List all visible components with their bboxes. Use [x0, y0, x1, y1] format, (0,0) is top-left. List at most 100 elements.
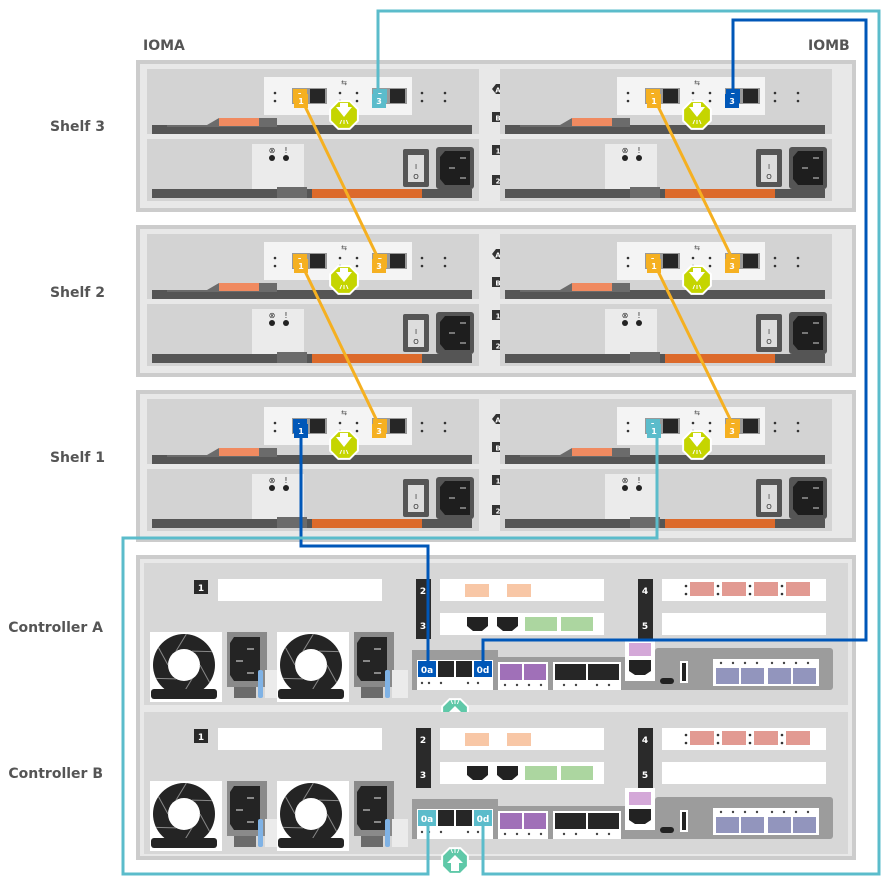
- slot-2-label: 2: [420, 587, 426, 597]
- fan-base: [151, 689, 217, 699]
- status-dot: [773, 91, 777, 95]
- outlet-pin: [813, 342, 819, 344]
- status-dot: [708, 256, 712, 260]
- psu-led-panel: [605, 309, 657, 359]
- status-dot: [684, 592, 688, 596]
- power-switch: [761, 320, 777, 347]
- status-dot: [476, 830, 480, 834]
- status-dot: [796, 429, 800, 433]
- status-dot: [796, 91, 800, 95]
- release-tab: [312, 354, 422, 363]
- rj45-port: [467, 617, 488, 631]
- port-red: [786, 582, 810, 596]
- fan-blade: [284, 647, 296, 666]
- cable-ctrlb-0a-to-shelf1-iomb: [121, 423, 659, 876]
- status-dot: [443, 429, 447, 433]
- switch-off-label: O: [766, 503, 772, 511]
- controller-a-label: Controller A: [8, 620, 103, 636]
- status-dot: [626, 91, 630, 95]
- power-outlet-icon: [230, 786, 260, 830]
- power-led-symbol: ⊗: [622, 146, 629, 155]
- status-dot: [443, 421, 447, 425]
- port-peach: [465, 733, 489, 746]
- status-dot: [626, 264, 630, 268]
- release-tab: [312, 519, 422, 528]
- port-0c: [456, 661, 472, 677]
- port-empty: [663, 419, 678, 433]
- status-dot: [607, 683, 611, 687]
- switch-off-label: O: [766, 173, 772, 181]
- status-dot: [716, 592, 720, 596]
- attention-led-icon: [682, 100, 712, 130]
- status-dot: [626, 429, 630, 433]
- port-lavender: [793, 817, 816, 833]
- usb-port: [682, 663, 686, 681]
- status-dot: [806, 661, 810, 665]
- port-red: [754, 731, 778, 745]
- status-dot: [773, 256, 777, 260]
- port-red: [722, 582, 746, 596]
- slot-5-card: [662, 613, 826, 635]
- fault-led-symbol: !: [284, 146, 287, 155]
- outlet-pin: [247, 797, 254, 799]
- port-green: [561, 766, 593, 780]
- light-ray: [456, 699, 460, 705]
- shelf-2-label: Shelf 2: [49, 285, 105, 301]
- status-dot: [716, 741, 720, 745]
- psu-release-tab: [385, 819, 390, 847]
- status-dot: [439, 681, 443, 685]
- port-red: [754, 582, 778, 596]
- release-tab: [665, 189, 775, 198]
- slot-5-label: 5: [642, 622, 648, 632]
- port-peach: [465, 584, 489, 597]
- psu-led-panel: [252, 474, 304, 524]
- status-dot: [439, 830, 443, 834]
- outlet-pin: [460, 322, 466, 324]
- outlet-pin: [247, 648, 254, 650]
- fan-hub: [295, 798, 327, 830]
- slot-1-label: 1: [198, 584, 204, 594]
- fan-base: [278, 689, 344, 699]
- port-0b: [438, 661, 454, 677]
- light-ray: [692, 284, 696, 290]
- power-led-symbol: ⊗: [622, 311, 629, 320]
- cable-ctrlb-0d-to-shelf3-ioma: [376, 9, 881, 876]
- status-dot: [338, 421, 342, 425]
- port-green: [525, 766, 557, 780]
- status-dot: [443, 256, 447, 260]
- port-0d: [474, 661, 492, 677]
- slot-1-badge: [194, 729, 208, 743]
- outlet-pin: [813, 487, 819, 489]
- s1-ioma-port1-overlay: [294, 424, 308, 438]
- port-purple: [524, 813, 546, 829]
- s1-ioma-port1-overlay-label: 1: [298, 427, 304, 436]
- outlet-pin: [802, 497, 808, 499]
- s2-ioma-port1-overlay-label: 1: [298, 262, 304, 271]
- s2-ioma-port1-overlay: [294, 259, 308, 273]
- status-dot: [731, 810, 735, 814]
- s3-iomb-port1-overlay-label: 1: [651, 97, 657, 106]
- status-dot: [691, 421, 695, 425]
- shelf-3-label: Shelf 3: [49, 119, 105, 135]
- status-dot: [595, 683, 599, 687]
- status-dot: [743, 661, 747, 665]
- status-dot: [515, 832, 519, 836]
- psu-latch: [361, 836, 383, 847]
- status-dot: [684, 733, 688, 737]
- outlet-pin: [374, 648, 381, 650]
- light-ray: [698, 449, 702, 455]
- outlet-pin: [449, 167, 455, 169]
- fan-hub: [168, 798, 200, 830]
- status-dot: [476, 681, 480, 685]
- power-switch: [761, 155, 777, 182]
- s1-ioma-port3-overlay-label: 3: [376, 427, 382, 436]
- status-dot: [782, 810, 786, 814]
- status-dot: [574, 683, 578, 687]
- port-lavender: [768, 817, 791, 833]
- power-outlet-icon: [357, 786, 387, 830]
- port-sfp: [588, 664, 619, 680]
- status-dot: [562, 832, 566, 836]
- status-dot: [748, 741, 752, 745]
- outlet-pin: [374, 672, 381, 674]
